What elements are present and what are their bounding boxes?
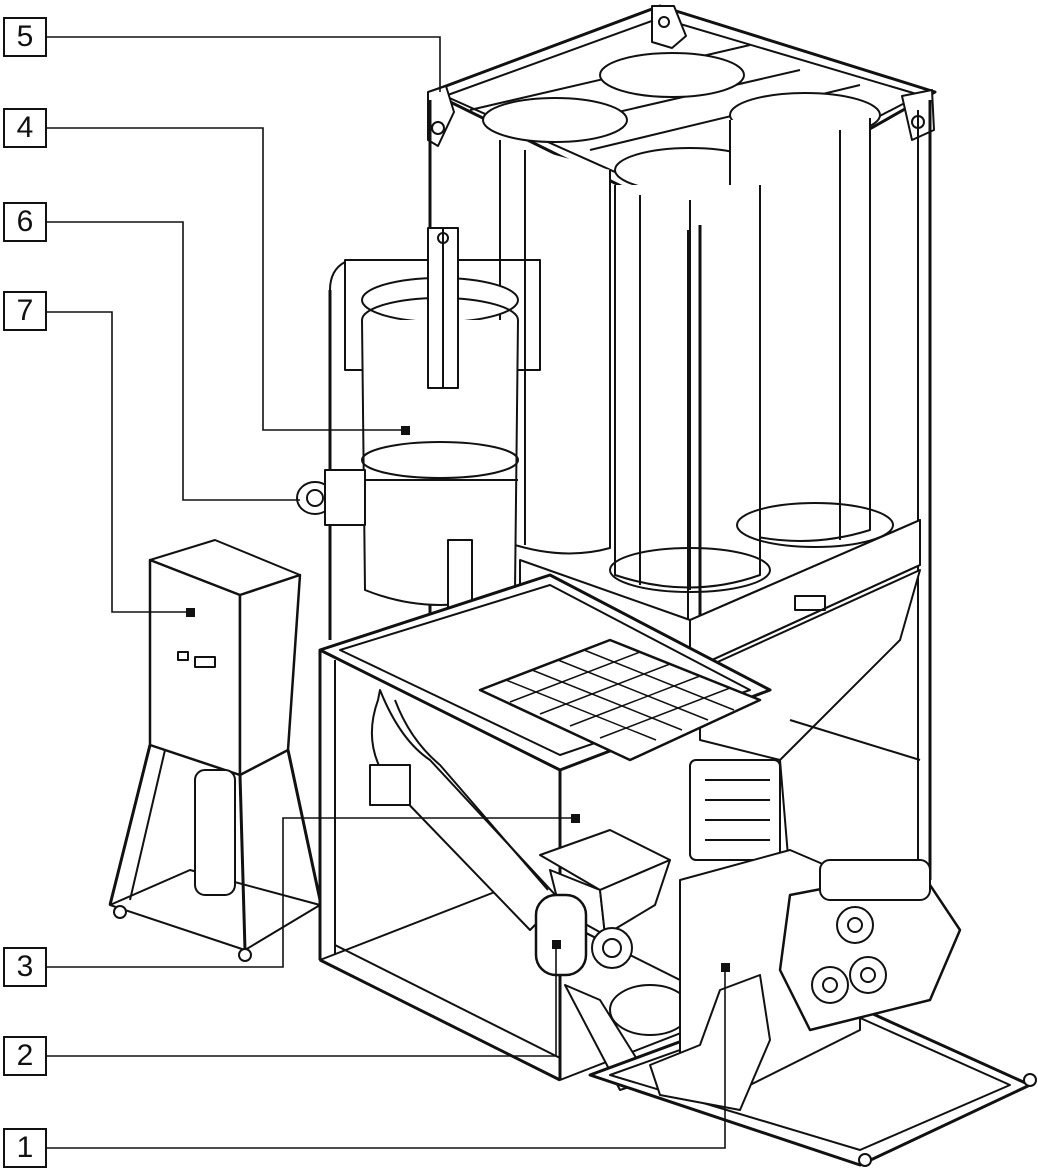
leader-line-3 bbox=[47, 817, 575, 968]
marker-1 bbox=[721, 963, 730, 972]
leader-line-1 bbox=[47, 967, 726, 1149]
callout-4-label: 4 bbox=[16, 111, 34, 144]
support-frame bbox=[318, 573, 781, 1082]
control-cabinet bbox=[108, 539, 322, 962]
callout-7-label: 7 bbox=[16, 294, 34, 327]
callout-2: 2 bbox=[3, 1036, 47, 1076]
leader-line-7 bbox=[47, 311, 190, 613]
leader-line-6 bbox=[47, 221, 300, 501]
leader-markers bbox=[186, 426, 730, 972]
cyclone-separator bbox=[296, 227, 541, 640]
callout-6: 6 bbox=[3, 202, 47, 242]
marker-3 bbox=[571, 814, 580, 823]
callout-3: 3 bbox=[3, 947, 47, 987]
briquetting-press bbox=[588, 849, 1037, 1167]
callout-2-label: 2 bbox=[16, 1039, 34, 1072]
leader-line-2 bbox=[47, 944, 557, 1057]
leader-line-5 bbox=[47, 36, 441, 92]
callout-5-label: 5 bbox=[16, 20, 34, 53]
marker-4 bbox=[401, 426, 410, 435]
marker-7 bbox=[186, 608, 195, 617]
callout-7: 7 bbox=[3, 291, 47, 331]
callout-1-label: 1 bbox=[16, 1131, 34, 1164]
feeder-assembly bbox=[534, 829, 691, 1091]
callout-5: 5 bbox=[3, 17, 47, 57]
callout-6-label: 6 bbox=[16, 205, 34, 238]
leader-line-4 bbox=[47, 127, 405, 431]
marker-2 bbox=[552, 940, 561, 949]
leader-lines bbox=[47, 36, 726, 1149]
callout-3-label: 3 bbox=[16, 950, 34, 983]
callout-4: 4 bbox=[3, 108, 47, 148]
callout-1: 1 bbox=[3, 1128, 47, 1168]
